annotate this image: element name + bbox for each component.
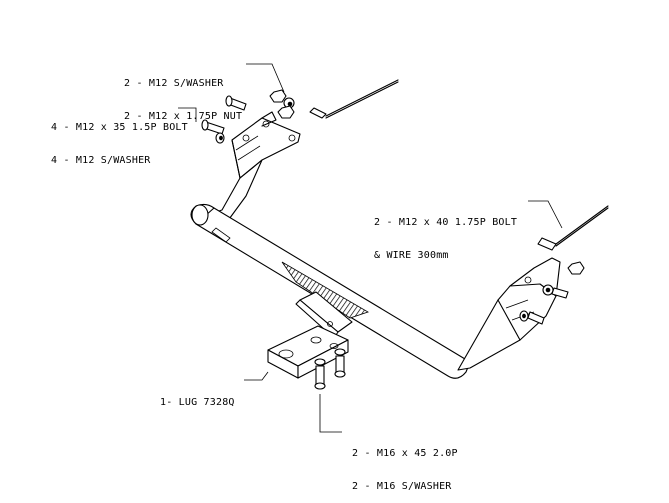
callout-top-nut-line1: 2 - M12 S/WASHER bbox=[124, 78, 224, 89]
right-bolts-and-washers bbox=[519, 205, 609, 325]
callout-lug: 1- LUG 7328Q bbox=[160, 375, 235, 419]
callout-right-bolt-line1: 2 - M12 x 40 1.75P BOLT bbox=[374, 217, 518, 228]
bottom-m16-bolts bbox=[314, 348, 346, 390]
callout-right-bolt-line2: & WIRE 300mm bbox=[374, 250, 449, 261]
callout-bottom-bolt: 2 - M16 x 45 2.0P 2 - M16 S/WASHER bbox=[352, 426, 458, 503]
tow-tongue bbox=[281, 261, 369, 339]
left-bolts-and-washers bbox=[201, 95, 247, 144]
callout-left-bolt-line2: 4 - M12 S/WASHER bbox=[51, 155, 151, 166]
callout-left-bolt-line1: 4 - M12 x 35 1.5P BOLT bbox=[51, 122, 188, 133]
callout-left-bolt: 4 - M12 x 35 1.5P BOLT 4 - M12 S/WASHER bbox=[51, 100, 188, 177]
callout-lug-line1: 1- LUG 7328Q bbox=[160, 397, 235, 408]
callout-top-nut-line2: 2 - M12 x 1.75P NUT bbox=[124, 111, 243, 122]
top-nuts-and-washers bbox=[269, 79, 399, 119]
leader-lines bbox=[178, 63, 563, 433]
callout-bottom-bolt-line2: 2 - M16 S/WASHER bbox=[352, 481, 452, 492]
right-mounting-bracket bbox=[457, 257, 561, 371]
callout-bottom-bolt-line1: 2 - M16 x 45 2.0P bbox=[352, 448, 458, 459]
towbar-assembly-drawing bbox=[178, 63, 609, 433]
callout-top-nut: 2 - M12 S/WASHER 2 - M12 x 1.75P NUT bbox=[124, 56, 242, 133]
callout-right-bolt: 2 - M12 x 40 1.75P BOLT & WIRE 300mm bbox=[374, 195, 517, 272]
